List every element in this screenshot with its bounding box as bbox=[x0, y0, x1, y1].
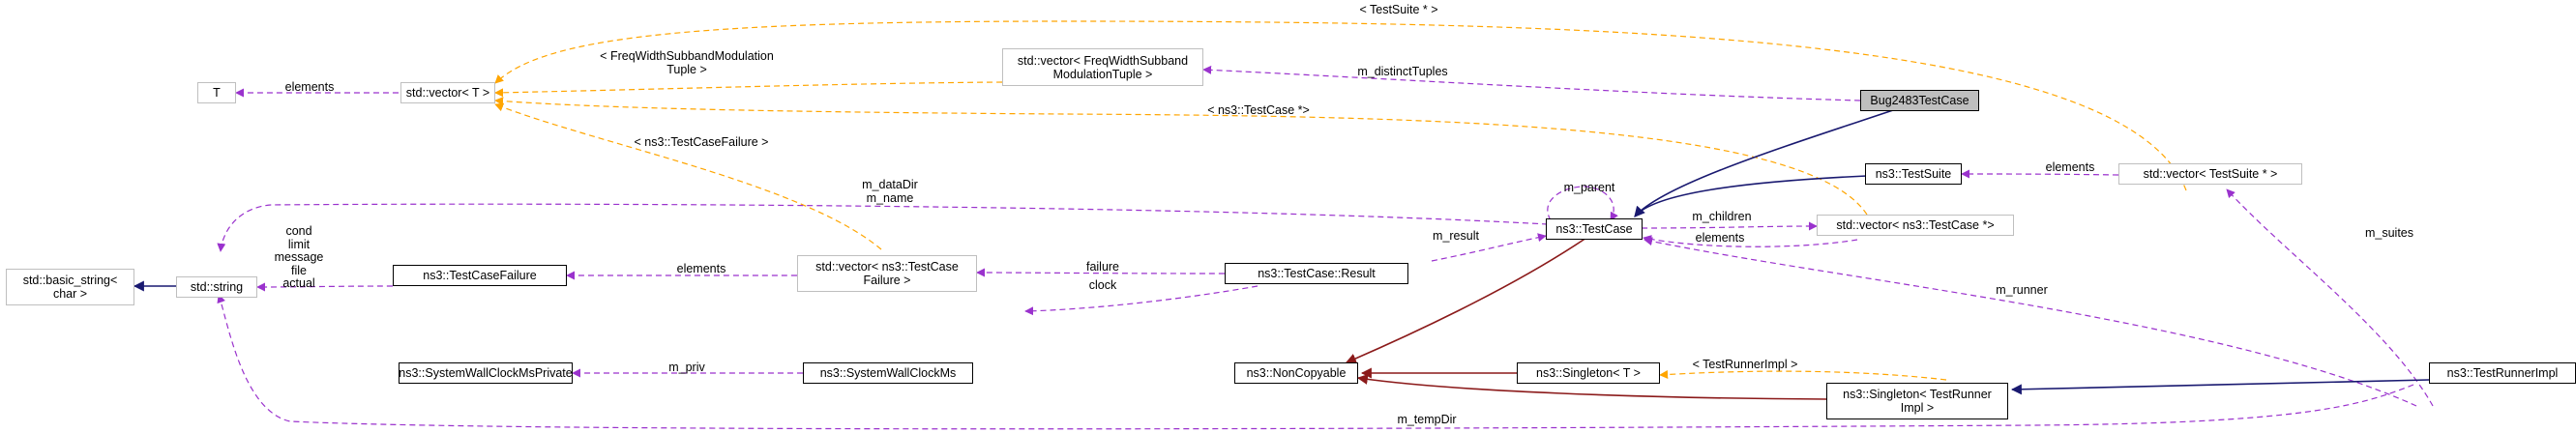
label-priv: m_priv bbox=[668, 361, 705, 374]
edge-singleton-runner-inherits-noncopyable bbox=[1356, 373, 1827, 400]
node-noncopyable[interactable]: ns3::NonCopyable bbox=[1234, 362, 1358, 384]
label-elements-failure: elements bbox=[676, 262, 726, 275]
edge-testcase-parent-loop bbox=[1547, 186, 1618, 221]
label-elements-suite: elements bbox=[2045, 160, 2095, 174]
edge-result-to-wallclock bbox=[1024, 285, 1258, 316]
edge-result-to-vector-failure bbox=[976, 268, 1226, 277]
edge-vector-freq-to-vector-t bbox=[494, 81, 1003, 98]
node-testrunnerimpl[interactable]: ns3::TestRunnerImpl bbox=[2429, 362, 2576, 384]
node-wallclock-private[interactable]: ns3::SystemWallClockMsPrivate bbox=[399, 362, 573, 384]
edge-testcasefailure-to-string bbox=[256, 282, 394, 292]
node-testcase[interactable]: ns3::TestCase bbox=[1546, 218, 1643, 240]
edge-vector-testsuite-to-vector-t bbox=[494, 20, 2187, 191]
node-string[interactable]: std::string bbox=[176, 276, 257, 298]
edge-runnerimpl-inherits-singleton-runner bbox=[2010, 379, 2430, 395]
edge-result-to-testcase bbox=[1431, 233, 1547, 262]
label-elements-t: elements bbox=[284, 80, 335, 94]
label-runner: m_runner bbox=[1996, 283, 2048, 297]
node-vector-t[interactable]: std::vector< T > bbox=[400, 82, 495, 103]
node-vector-testcasefailure[interactable]: std::vector< ns3::TestCase Failure > bbox=[797, 255, 977, 292]
node-basic-string[interactable]: std::basic_string< char > bbox=[6, 269, 134, 305]
node-singleton-t[interactable]: ns3::Singleton< T > bbox=[1517, 362, 1660, 384]
label-children: m_children bbox=[1692, 210, 1752, 223]
node-vector-freq-tuple[interactable]: std::vector< FreqWidthSubband Modulation… bbox=[1002, 48, 1203, 86]
label-failure-tpl: < ns3::TestCaseFailure > bbox=[634, 135, 769, 149]
edge-runnerimpl-to-testcase bbox=[1643, 237, 2417, 407]
label-testsuite-ptr: < TestSuite * > bbox=[1359, 3, 1438, 16]
edge-vector-testcase-to-testcase-elements bbox=[1643, 235, 1858, 247]
node-testcase-result[interactable]: ns3::TestCase::Result bbox=[1225, 263, 1408, 284]
node-wallclock[interactable]: ns3::SystemWallClockMs bbox=[803, 362, 973, 384]
node-singleton-testrunnerimpl[interactable]: ns3::Singleton< TestRunner Impl > bbox=[1826, 383, 2008, 419]
node-bug2483testcase[interactable]: Bug2483TestCase bbox=[1860, 90, 1979, 111]
label-tempdir: m_tempDir bbox=[1397, 413, 1457, 426]
node-t[interactable]: T bbox=[197, 82, 236, 103]
edge-testsuite-inherits-testcase bbox=[1634, 175, 1868, 217]
edge-bug-inherits-testcase bbox=[1634, 108, 1897, 217]
label-datadir-name: m_dataDir m_name bbox=[862, 178, 918, 205]
edge-runnerimpl-to-vector-testsuite bbox=[2226, 188, 2434, 407]
edge-bug-to-vector-freq bbox=[1202, 65, 1861, 101]
node-testsuite[interactable]: ns3::TestSuite bbox=[1865, 163, 1962, 185]
label-elements-testcase: elements bbox=[1695, 231, 1745, 245]
edge-vector-failure-to-vector-t bbox=[494, 102, 882, 250]
edge-runnerimpl-to-string-tempdir bbox=[217, 294, 2414, 430]
edge-testcase-inherits-noncopyable bbox=[1345, 237, 1587, 364]
label-clock: clock bbox=[1088, 278, 1117, 292]
edge-vector-testsuite-to-testsuite bbox=[1961, 169, 2119, 179]
label-freq-tuple: < FreqWidthSubbandModulation Tuple > bbox=[600, 49, 774, 76]
label-string-members: cond limit message file actual bbox=[274, 224, 324, 290]
label-result: m_result bbox=[1433, 229, 1479, 243]
node-vector-testsuite[interactable]: std::vector< TestSuite * > bbox=[2118, 163, 2302, 185]
label-runner-impl-tpl: < TestRunnerImpl > bbox=[1692, 358, 1798, 371]
node-vector-testcase[interactable]: std::vector< ns3::TestCase *> bbox=[1817, 215, 2014, 236]
edge-testcase-to-string bbox=[217, 203, 1549, 252]
label-parent: m_parent bbox=[1563, 181, 1615, 194]
edge-testcase-to-vector-testcase bbox=[1641, 221, 1818, 231]
label-distinct-tuples: m_distinctTuples bbox=[1357, 65, 1448, 78]
edge-vector-testcase-to-vector-t bbox=[494, 97, 1868, 216]
node-testcasefailure[interactable]: ns3::TestCaseFailure bbox=[393, 265, 567, 286]
label-testcase-ptr: < ns3::TestCase *> bbox=[1207, 103, 1310, 117]
label-suites: m_suites bbox=[2364, 226, 2414, 240]
edge-singleton-runner-to-singleton-t bbox=[1659, 370, 1947, 381]
label-failure: failure bbox=[1085, 260, 1120, 274]
